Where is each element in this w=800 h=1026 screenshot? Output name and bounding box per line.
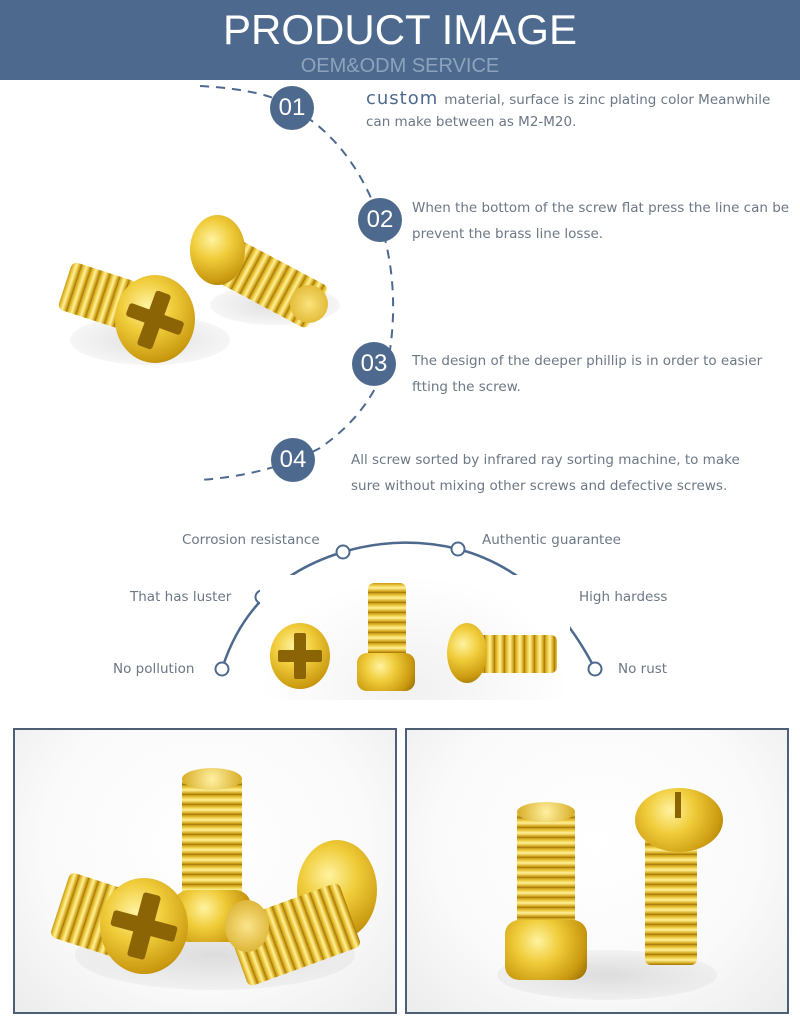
property-no-pollution: No pollution — [113, 661, 195, 677]
header-banner: PRODUCT IMAGE OEM&ODM SERVICE — [0, 0, 800, 80]
feature-text-02: When the bottom of the screw flat press … — [412, 200, 790, 242]
feature-badge-01: 01 — [270, 86, 314, 130]
feature-badge-04: 04 — [271, 438, 315, 482]
feature-lead-custom: custom — [366, 88, 439, 109]
dot-corrosion — [335, 544, 351, 560]
page-title: PRODUCT IMAGE — [223, 6, 577, 53]
property-authentic-guarantee: Authentic guarantee — [482, 532, 621, 548]
feature-badge-02: 02 — [358, 198, 402, 242]
feature-text-03: The design of the deeper phillip is in o… — [412, 353, 763, 395]
dot-rust — [587, 661, 603, 677]
arc-center-screws-image — [260, 575, 570, 700]
page-subtitle: OEM&ODM SERVICE — [300, 55, 500, 77]
property-no-rust: No rust — [618, 661, 668, 677]
feature-text-04: All screw sorted by infrared ray sorting… — [351, 452, 740, 494]
property-luster: That has luster — [130, 589, 232, 605]
gallery-image-1 — [13, 728, 397, 1014]
property-high-hardness: High hardess — [579, 589, 668, 605]
gallery-image-2 — [405, 728, 789, 1014]
dot-authentic — [450, 541, 466, 557]
property-corrosion-resistance: Corrosion resistance — [182, 532, 320, 548]
dot-pollution — [214, 661, 230, 677]
feature-badge-03: 03 — [352, 342, 396, 386]
hero-screws-image — [40, 195, 340, 380]
